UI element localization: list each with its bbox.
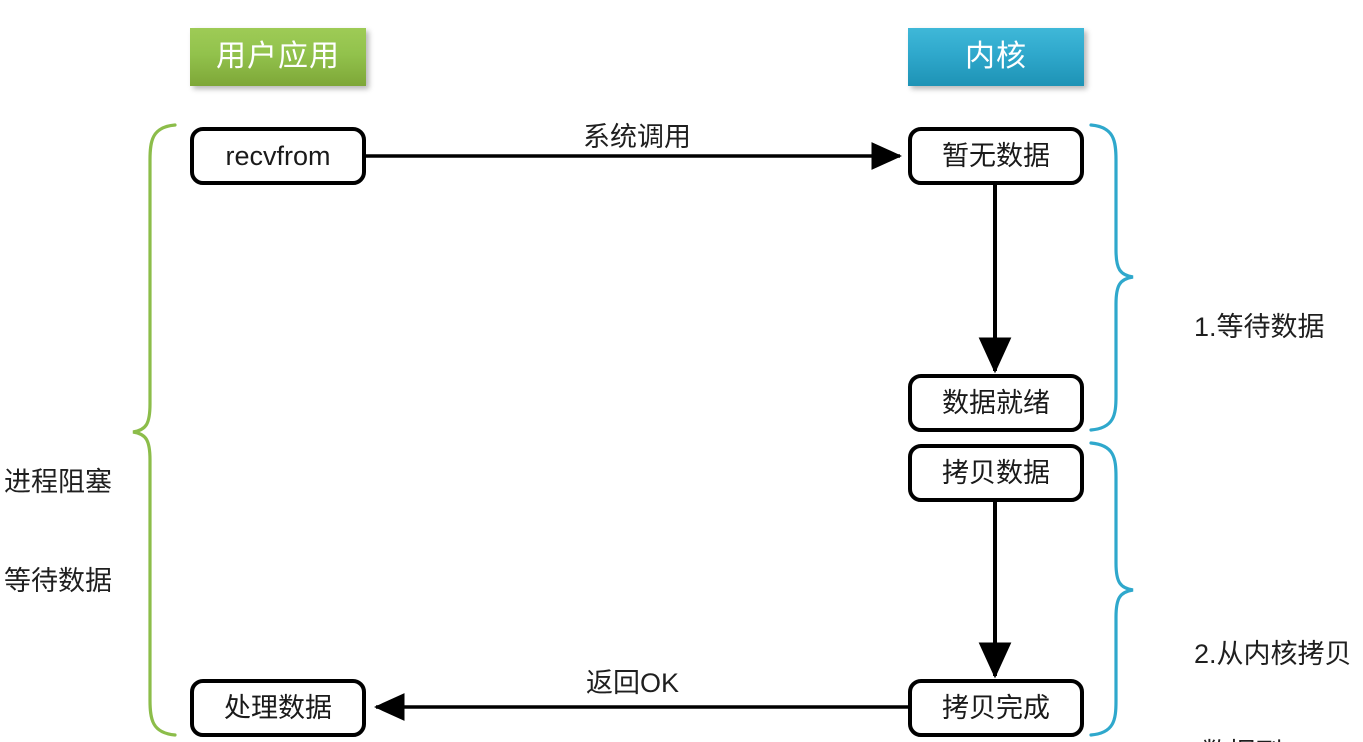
node-handle-data-label: 处理数据: [224, 692, 332, 723]
node-handle-data[interactable]: 处理数据: [190, 679, 366, 737]
annotation-process-blocked: 进程阻塞 等待数据: [4, 400, 112, 664]
brace-process-blocked: [132, 123, 177, 737]
lane-header-kernel: 内核: [908, 28, 1084, 86]
node-copy-done[interactable]: 拷贝完成: [908, 679, 1084, 737]
lane-header-user-application: 用户应用: [190, 28, 366, 86]
annotation-phase-2: 2.从内核拷贝 数据到 用户空间: [1194, 572, 1352, 742]
node-recvfrom[interactable]: recvfrom: [190, 127, 366, 185]
brace-phase-1: [1089, 123, 1134, 432]
node-copy-data-label: 拷贝数据: [942, 457, 1050, 488]
node-copy-done-label: 拷贝完成: [942, 692, 1050, 723]
brace-phase-2: [1089, 441, 1134, 737]
node-no-data-label: 暂无数据: [942, 140, 1050, 171]
node-data-ready[interactable]: 数据就绪: [908, 374, 1084, 432]
annotation-phase-2-line-2: 数据到: [1194, 737, 1352, 742]
annotation-phase-1: 1.等待数据: [1194, 245, 1325, 410]
lane-header-kernel-label: 内核: [965, 40, 1027, 73]
annotation-phase-1-line-1: 1.等待数据: [1194, 311, 1325, 342]
node-data-ready-label: 数据就绪: [942, 387, 1050, 418]
annotation-process-blocked-line-2: 等待数据: [4, 565, 112, 596]
edge-label-syscall: 系统调用: [583, 122, 691, 152]
annotation-process-blocked-line-1: 进程阻塞: [4, 466, 112, 497]
node-no-data[interactable]: 暂无数据: [908, 127, 1084, 185]
node-recvfrom-label: recvfrom: [225, 140, 331, 171]
node-copy-data[interactable]: 拷贝数据: [908, 444, 1084, 502]
annotation-phase-2-line-1: 2.从内核拷贝: [1194, 638, 1352, 669]
edge-label-return-ok: 返回OK: [586, 668, 680, 698]
lane-header-user-application-label: 用户应用: [216, 40, 340, 73]
